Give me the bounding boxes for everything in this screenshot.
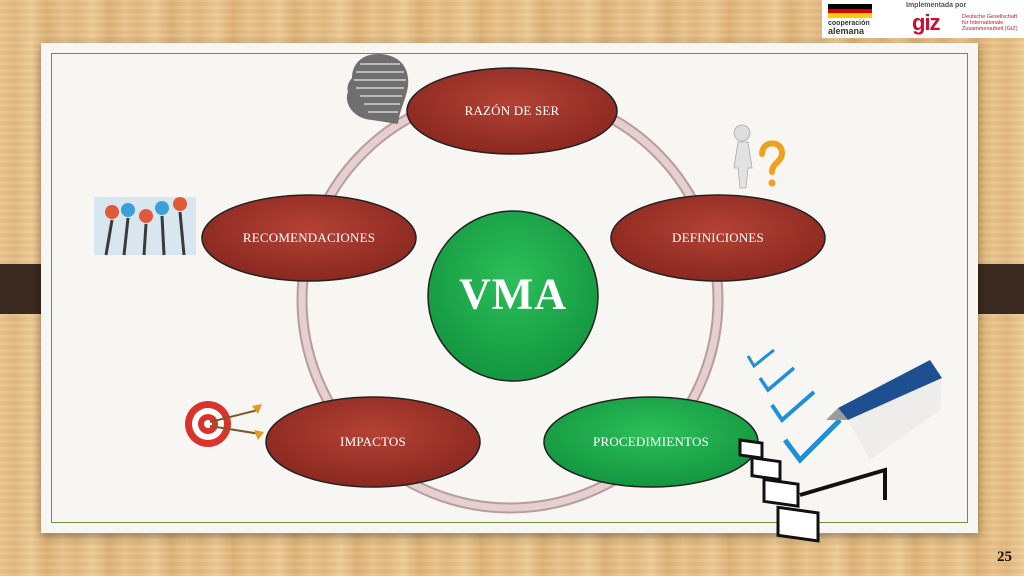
node-definiciones	[610, 194, 826, 282]
german-flag-icon	[828, 4, 872, 18]
giz-subtitle: Deutsche Gesellschaft für Internationale…	[962, 14, 1018, 32]
checklist-pen-icon	[738, 348, 942, 543]
node-label-recomendaciones: RECOMENDACIONES	[242, 230, 376, 245]
node-label-razon-de-ser: RAZÓN DE SER	[464, 103, 560, 118]
question-person-icon	[733, 124, 786, 189]
node-recomendaciones	[201, 194, 417, 282]
sponsor-logo: cooperación alemana Implementada por giz…	[822, 0, 1024, 38]
center-circle	[427, 210, 599, 382]
center-label: VMA	[458, 269, 568, 319]
thumbs-up-hands-icon	[94, 197, 196, 256]
giz-logo-text: giz	[912, 10, 941, 35]
page-number: 25	[997, 549, 1012, 565]
node-razon-de-ser	[406, 67, 618, 155]
node-label-definiciones: DEFINICIONES	[672, 230, 764, 245]
target-arrows-icon	[185, 401, 264, 447]
node-label-procedimientos: PROCEDIMIENTOS	[593, 434, 709, 449]
head-words-icon	[346, 54, 409, 124]
node-label-impactos: IMPACTOS	[340, 434, 406, 449]
node-impactos	[265, 396, 481, 488]
cooperation-text: cooperación alemana	[828, 20, 870, 36]
slide-frame	[51, 53, 968, 523]
implemented-by-text: Implementada por	[906, 2, 967, 9]
